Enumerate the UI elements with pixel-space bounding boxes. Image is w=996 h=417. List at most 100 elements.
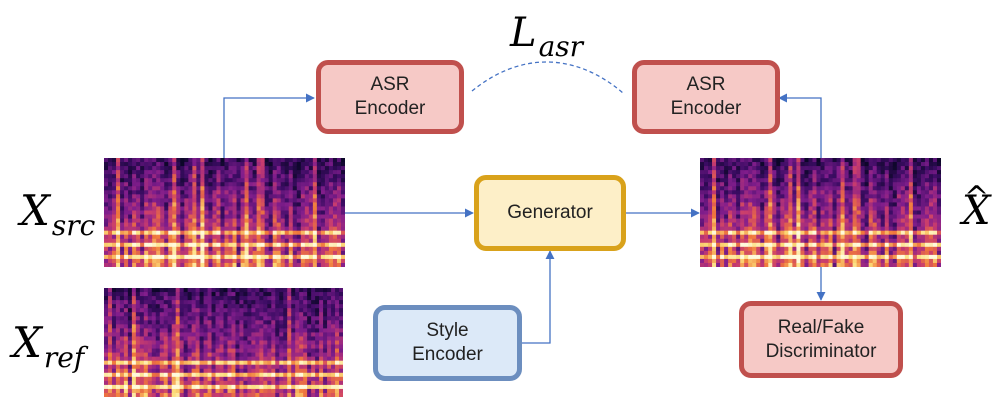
spectrogram-cell — [240, 210, 246, 216]
spectrogram-cell — [324, 206, 330, 212]
spectrogram-cell — [328, 214, 334, 220]
spectrogram-cell — [243, 368, 248, 374]
spectrogram-cell — [307, 296, 312, 301]
spectrogram-cell — [892, 182, 898, 187]
spectrogram-cell — [872, 246, 878, 252]
spectrogram-cell — [112, 254, 117, 260]
spectrogram-cell — [115, 304, 121, 309]
spectrogram-cell — [880, 190, 886, 195]
spectrogram-cell — [323, 336, 328, 342]
spectrogram-cell — [239, 300, 245, 305]
spectrogram-cell — [868, 210, 874, 216]
spectrogram-cell — [904, 222, 910, 228]
spectrogram-cell — [300, 198, 306, 204]
spectrogram-cell — [264, 254, 270, 260]
spectrogram-cell — [920, 158, 926, 163]
spectrogram-cell — [123, 336, 129, 342]
spectrogram-cell — [151, 368, 157, 374]
spectrogram-cell — [111, 328, 117, 334]
spectrogram-cell — [852, 158, 858, 163]
spectrogram-cell — [276, 178, 282, 183]
spectrogram-cell — [203, 392, 209, 397]
spectrogram-cell — [144, 246, 149, 252]
spectrogram-cell — [288, 262, 294, 267]
spectrogram-cell — [124, 238, 129, 244]
spectrogram-cell — [316, 230, 322, 236]
spectrogram-cell — [280, 166, 286, 171]
spectrogram-cell — [712, 198, 717, 204]
spectrogram-cell — [319, 384, 324, 390]
spectrogram-cell — [312, 242, 318, 248]
spectrogram-cell — [196, 230, 201, 236]
spectrogram-cell — [204, 162, 210, 167]
spectrogram-cell — [319, 316, 324, 321]
spectrogram-cell — [780, 210, 785, 216]
spectrogram-cell — [728, 162, 733, 167]
spectrogram-cell — [712, 194, 717, 199]
spectrogram-cell — [107, 356, 113, 362]
spectrogram-cell — [235, 316, 241, 321]
x-hat-label: ^ X — [962, 180, 990, 234]
spectrogram-cell — [324, 258, 330, 264]
spectrogram-cell — [311, 348, 316, 354]
spectrogram-cell — [168, 230, 173, 236]
spectrogram-cell — [844, 242, 850, 248]
spectrogram-cell — [864, 254, 870, 260]
spectrogram-cell — [251, 352, 256, 358]
spectrogram-cell — [247, 344, 252, 350]
spectrogram-cell — [179, 348, 185, 354]
spectrogram-cell — [796, 170, 802, 175]
spectrogram-cell — [288, 202, 294, 208]
spectrogram-cell — [160, 202, 165, 208]
spectrogram-cell — [279, 380, 284, 386]
spectrogram-cell — [316, 226, 322, 232]
spectrogram-cell — [223, 328, 229, 334]
spectrogram-cell — [159, 380, 165, 386]
spectrogram-cell — [287, 392, 292, 397]
spectrogram-cell — [800, 190, 806, 195]
spectrogram-cell — [267, 300, 272, 305]
spectrogram-cell — [224, 194, 230, 199]
spectrogram-cell — [327, 340, 332, 346]
spectrogram-cell — [256, 258, 262, 264]
spectrogram-cell — [291, 328, 296, 334]
spectrogram-cell — [148, 198, 153, 204]
spectrogram-cell — [259, 364, 264, 370]
spectrogram-cell — [768, 178, 773, 183]
spectrogram-cell — [171, 296, 177, 301]
spectrogram-cell — [788, 194, 793, 199]
spectrogram-cell — [856, 174, 862, 179]
spectrogram-cell — [159, 336, 165, 342]
spectrogram-cell — [216, 242, 222, 248]
spectrogram-cell — [108, 158, 113, 163]
spectrogram-cell — [199, 340, 205, 346]
spectrogram-cell — [272, 186, 278, 191]
spectrogram-cell — [312, 218, 318, 224]
spectrogram-cell — [180, 254, 185, 260]
spectrogram-cell — [900, 250, 906, 256]
spectrogram-cell — [160, 210, 165, 216]
spectrogram-cell — [123, 288, 129, 293]
spectrogram-cell — [896, 218, 902, 224]
spectrogram-cell — [200, 194, 206, 199]
spectrogram-cell — [119, 292, 125, 297]
spectrogram-cell — [256, 190, 262, 195]
spectrogram-cell — [288, 206, 294, 212]
spectrogram-cell — [752, 178, 757, 183]
spectrogram-cell — [848, 222, 854, 228]
spectrogram-cell — [119, 372, 125, 378]
spectrogram-cell — [200, 234, 206, 240]
spectrogram-cell — [232, 206, 238, 212]
spectrogram-cell — [820, 230, 826, 236]
spectrogram-cell — [740, 254, 745, 260]
spectrogram-cell — [104, 392, 109, 397]
spectrogram-cell — [204, 174, 210, 179]
spectrogram-cell — [740, 186, 745, 191]
spectrogram-cell — [908, 174, 914, 179]
spectrogram-cell — [704, 238, 709, 244]
spectrogram-cell — [860, 254, 866, 260]
spectrogram-cell — [228, 218, 234, 224]
spectrogram-cell — [232, 234, 238, 240]
spectrogram-cell — [920, 210, 926, 216]
spectrogram-cell — [700, 174, 705, 179]
